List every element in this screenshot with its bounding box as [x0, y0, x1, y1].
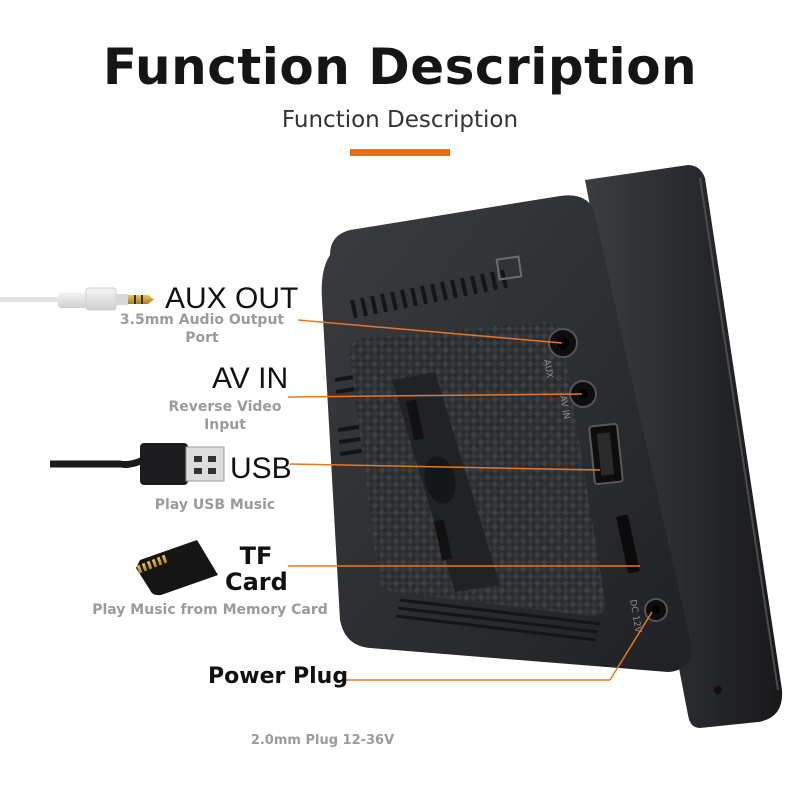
tf-card-label: TF Card	[225, 542, 288, 596]
tf-card-slot	[616, 514, 640, 574]
tf-card-label-line2: Card	[225, 568, 288, 596]
power-plug-desc-line1: 2.0mm Plug 12-36V	[250, 733, 395, 748]
av-in-desc: Reverse Video Input	[160, 398, 290, 434]
tf-card-icon	[136, 540, 218, 596]
tf-card-desc-line1: Play Music from Memory Card	[92, 602, 328, 618]
tf-card-desc: Play Music from Memory Card	[90, 601, 330, 619]
accent-bar	[350, 149, 450, 156]
port-label-av-in: AV IN	[557, 395, 571, 420]
av-in-desc-line1: Reverse Video	[168, 399, 282, 415]
av-in-desc-line2: Input	[204, 417, 246, 433]
usb-desc-line1: Play USB Music	[154, 497, 276, 513]
usb-plug-icon	[50, 443, 225, 485]
audio-jack-cable-icon	[0, 287, 154, 311]
aux-out-desc: 3.5mm Audio Output Port	[112, 311, 292, 347]
port-label-aux: AUX	[541, 359, 554, 379]
av-in-label: AV IN	[212, 362, 289, 395]
aux-out-label: AUX OUT	[165, 282, 299, 315]
monitor-device	[321, 165, 783, 728]
usb-desc: Play USB Music	[150, 496, 280, 514]
page-title: Function Description	[102, 38, 698, 96]
power-plug-desc: 2.0mm Plug 12-36V	[230, 732, 415, 750]
aux-out-desc-line2: Port	[185, 330, 219, 346]
aux-out-desc-line1: 3.5mm Audio Output	[119, 312, 285, 328]
page-subtitle: Function Description	[281, 107, 519, 133]
usb-label: USB	[230, 452, 292, 485]
power-plug-label: Power Plug	[208, 664, 349, 689]
tf-card-label-line1: TF	[239, 542, 273, 570]
